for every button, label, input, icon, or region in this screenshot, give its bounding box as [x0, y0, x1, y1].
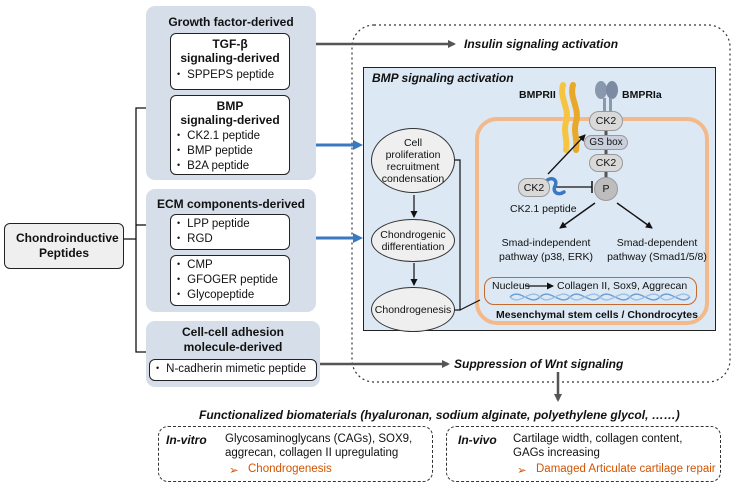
- category-bracket: [124, 107, 146, 353]
- in-vitro-line-2: aggrecan, collagen II upregulating: [225, 447, 399, 459]
- in-vivo-line-1: Cartilage width, collagen content,: [513, 433, 683, 445]
- ck2-mid-node: CK2: [589, 154, 623, 172]
- in-vivo-result: Damaged Articulate cartilage repair: [536, 463, 716, 475]
- list-item: B2A peptide: [171, 159, 289, 174]
- bmp-activation-title: BMP signaling activation: [372, 71, 514, 85]
- list-item: BMP peptide: [171, 144, 289, 159]
- bmp-signaling-title: BMP signaling-derived: [180, 99, 280, 127]
- in-vivo-box: [446, 426, 721, 482]
- growth-factor-title: Growth factor-derived: [168, 15, 294, 29]
- gene-list: Collagen II, Sox9, Aggrecan: [557, 280, 688, 292]
- ck2-left-node: CK2: [518, 178, 550, 197]
- list-item: Glycopeptide: [171, 288, 289, 303]
- bmprii-receptor-icon: [559, 82, 580, 153]
- in-vitro-box: [158, 426, 433, 482]
- list-item: GFOGER peptide: [171, 273, 289, 288]
- in-vitro-result: Chondrogenesis: [248, 463, 332, 475]
- dna-helix-icon: [509, 293, 691, 301]
- bmpria-label: BMPRIa: [622, 89, 662, 101]
- list-item: LPP peptide: [171, 217, 289, 232]
- ecm-title: ECM components-derived: [156, 197, 306, 211]
- gs-box-node: GS box: [584, 135, 628, 150]
- bmprii-label: BMPRII: [519, 89, 556, 101]
- list-item: CMP: [171, 258, 289, 273]
- list-item: RGD: [171, 232, 289, 247]
- chondroinductive-peptides-label: Chondroinductive Peptides: [4, 223, 124, 269]
- adhesion-panel: Cell-cell adhesion molecule-derived N-ca…: [146, 321, 320, 387]
- in-vivo-label: In-vivo: [458, 433, 497, 447]
- growth-factor-panel: Growth factor-derived TGF-β signaling-de…: [146, 6, 316, 180]
- functionalized-biomaterials-label: Functionalized biomaterials (hyaluronan,…: [199, 408, 680, 422]
- bmp-signaling-box: BMP signaling-derived CK2.1 peptide BMP …: [170, 95, 290, 175]
- wnt-suppression-label: Suppression of Wnt signaling: [454, 357, 624, 371]
- ck2-top-node: CK2: [589, 111, 623, 131]
- list-item: N-cadherin mimetic peptide: [150, 362, 316, 377]
- ck2-peptide-icon: [544, 177, 566, 196]
- ck2-peptide-label: CK2.1 peptide: [510, 203, 577, 215]
- tgf-beta-title: TGF-β signaling-derived: [180, 37, 280, 65]
- chondrogenesis-oval: Chondrogenesis: [371, 287, 455, 332]
- list-item: CK2.1 peptide: [171, 129, 289, 144]
- smad-dependent-label: Smad-dependent pathway (Smad1/5/8): [607, 237, 707, 263]
- in-vivo-arrow-icon: ➢: [517, 465, 527, 477]
- tgf-beta-box: TGF-β signaling-derived SPPEPS peptide: [170, 33, 290, 90]
- in-vitro-label: In-vitro: [166, 433, 207, 447]
- chondrogenic-differentiation-oval: Chondrogenic differentiation: [371, 219, 455, 262]
- in-vitro-arrow-icon: ➢: [229, 465, 239, 477]
- adhesion-title: Cell-cell adhesion molecule-derived: [181, 325, 285, 354]
- nucleus-box: [484, 277, 697, 305]
- ecm-panel: ECM components-derived LPP peptide RGD C…: [146, 189, 316, 312]
- adhesion-box: N-cadherin mimetic peptide: [149, 359, 317, 381]
- in-vitro-line-1: Glycosaminoglycans (CAGs), SOX9,: [225, 433, 413, 445]
- in-vivo-line-2: GAGs increasing: [513, 447, 600, 459]
- p-node: P: [594, 177, 618, 201]
- ecm-box-2: CMP GFOGER peptide Glycopeptide: [170, 255, 290, 306]
- nucleus-label: Nucleus: [492, 280, 530, 292]
- insulin-signaling-label: Insulin signaling activation: [464, 37, 619, 51]
- cell-type-label: Mesenchymal stem cells / Chondrocytes: [496, 309, 698, 321]
- ecm-box-1: LPP peptide RGD: [170, 214, 290, 250]
- cell-proliferation-oval: Cell proliferation recruitment condensat…: [371, 128, 455, 193]
- dotted-region: [351, 24, 731, 383]
- smad-independent-label: Smad-independent pathway (p38, ERK): [499, 237, 593, 263]
- list-item: SPPEPS peptide: [171, 68, 289, 83]
- bmpria-receptor-icon: [595, 81, 618, 114]
